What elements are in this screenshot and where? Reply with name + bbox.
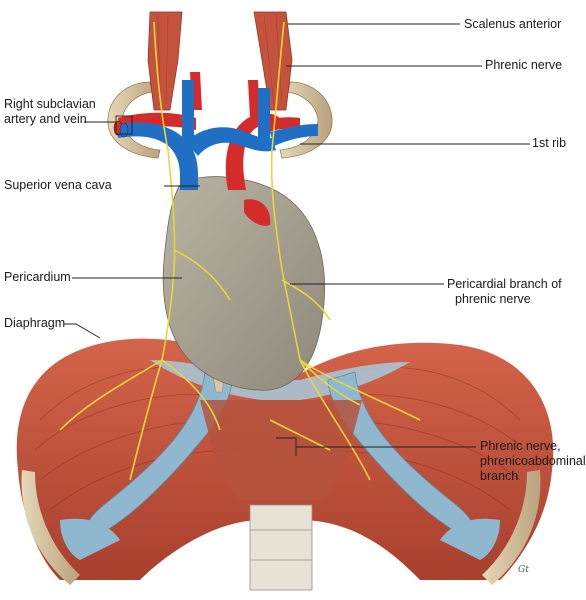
label-right-subclavian-line1: Right subclavian xyxy=(4,97,96,111)
label-pericardium: Pericardium xyxy=(4,270,71,284)
label-scalenus-anterior: Scalenus anterior xyxy=(464,17,562,31)
label-right-subclavian: Right subclavian artery and vein xyxy=(4,97,96,127)
anatomy-illustration: Gt xyxy=(16,11,554,591)
phrenic-nerves-illustration xyxy=(59,21,421,481)
label-phrenicoabdominal-line3: branch xyxy=(480,469,519,483)
scalenus-anterior-illustration xyxy=(147,11,293,111)
label-diaphragm: Diaphragm xyxy=(4,316,66,330)
label-pericardial-branch: Pericardial branch of phrenic nerve xyxy=(447,277,562,307)
label-pericardial-branch-line1: Pericardial branch of xyxy=(447,277,562,291)
label-phrenicoabdominal-line2: phrenicoabdominal xyxy=(480,454,586,468)
label-pericardial-branch-line2: phrenic nerve xyxy=(455,292,531,306)
label-phrenicoabdominal-line1: Phrenic nerve, xyxy=(480,439,561,453)
label-superior-vena-cava: Superior vena cava xyxy=(4,178,112,192)
label-phrenic-nerve: Phrenic nerve xyxy=(485,58,563,72)
label-phrenicoabdominal-branch: Phrenic nerve, phrenicoabdominal branch xyxy=(480,439,586,484)
pericardium-illustration xyxy=(162,176,325,391)
label-right-subclavian-line2: artery and vein xyxy=(4,112,87,126)
artist-signature: Gt xyxy=(518,565,529,575)
great-vessels-illustration xyxy=(113,72,318,226)
leader-lines xyxy=(64,23,530,456)
label-first-rib: 1st rib xyxy=(532,136,567,150)
